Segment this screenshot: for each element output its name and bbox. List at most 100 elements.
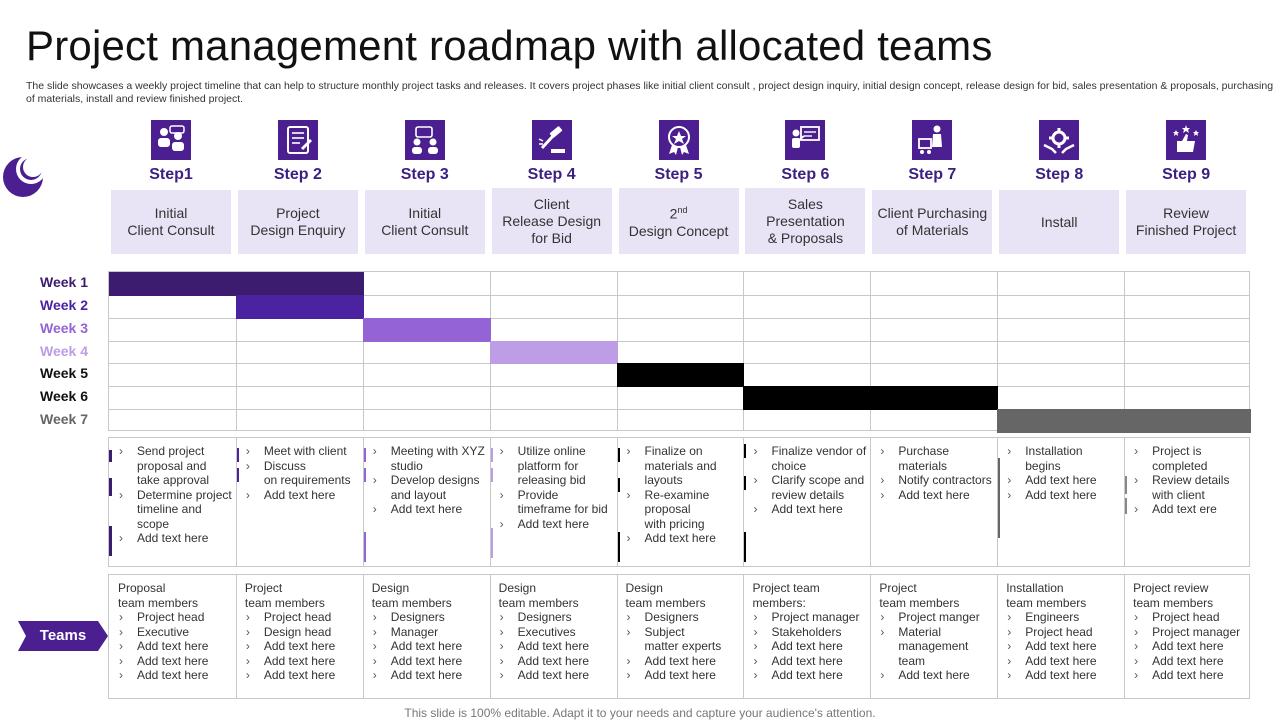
task-accent-bar (489, 528, 493, 558)
team-member-list: Project mangerMaterialmanagement teamAdd… (879, 610, 993, 683)
step-name: Install (999, 190, 1120, 254)
teams-label: Teams (39, 627, 87, 644)
task-column-1: Send project proposal and take approvalD… (109, 438, 236, 566)
task-accent-bar (362, 468, 366, 482)
column-separator (489, 575, 491, 698)
column-separator (870, 438, 872, 566)
task-accent-bar (1124, 498, 1128, 514)
thumbs-up-stars-icon (1166, 120, 1207, 160)
task-accent-bar (109, 526, 112, 556)
team-member-list: Project headProject managerAdd text here… (1133, 610, 1247, 683)
team-member: Add text here (372, 654, 486, 669)
task-column-3: Meeting with XYZ studioDevelop designs a… (362, 438, 490, 566)
team-member: Stakeholders (752, 625, 866, 640)
team-member: Add text here (1006, 654, 1120, 669)
task-column-9: Project is completedReview details with … (1124, 438, 1251, 566)
step-number: Step 4 (527, 166, 576, 183)
column-separator (743, 438, 745, 566)
column-separator (616, 575, 618, 698)
gantt-bar-step8-week7 (997, 409, 1126, 433)
task-accent-bar (362, 532, 366, 562)
team-member: Add text here (245, 668, 359, 683)
column-separator (1124, 438, 1126, 566)
team-member-list: EngineersProject headAdd text hereAdd te… (1006, 610, 1120, 683)
team-member: Add text here (499, 668, 613, 683)
gantt-bar-step2-week1 (235, 272, 364, 296)
badge-icon (658, 120, 699, 160)
team-member: Manager (372, 625, 486, 640)
step-number: Step 6 (781, 166, 830, 183)
gavel-icon (531, 120, 572, 160)
column-separator (489, 438, 491, 566)
task-accent-bar (616, 478, 620, 492)
column-separator (235, 438, 237, 566)
team-member: Add text here (626, 668, 740, 683)
task-column-5: Finalize on materials and layoutsRe-exam… (616, 438, 744, 566)
task-list: Installation beginsAdd text hereAdd text… (1005, 444, 1120, 502)
column-separator (362, 575, 364, 698)
week-label-7: Week 7 (40, 411, 88, 428)
task-item: Add text here (117, 531, 232, 546)
cart-person-icon (912, 120, 953, 160)
grid-hline (109, 317, 1249, 319)
step-number: Step 7 (908, 166, 957, 183)
week-label-6: Week 6 (40, 388, 88, 405)
team-member: Add text here (752, 639, 866, 654)
week-label-2: Week 2 (40, 296, 88, 313)
team-member: Add text here (1133, 639, 1247, 654)
team-member-list: Project headDesign headAdd text hereAdd … (245, 610, 359, 683)
task-accent-bar (616, 448, 620, 462)
grid-hline (109, 409, 1249, 411)
team-member-list: Project managerStakeholdersAdd text here… (752, 610, 866, 683)
team-member: Executives (499, 625, 613, 640)
team-member: Add text here (1006, 668, 1120, 683)
task-list: Project is completedReview details with … (1132, 444, 1247, 517)
task-item: Provide timeframe for bid (498, 488, 613, 517)
team-member: Designers (499, 610, 613, 625)
task-item: Project is completed (1132, 444, 1247, 473)
task-item: Meet with client (244, 444, 359, 459)
task-accent-bar (743, 444, 747, 458)
team-member: Add text here (245, 654, 359, 669)
grid-vline (362, 272, 364, 430)
gantt-bar-step5-week5 (616, 363, 745, 388)
task-item: Meeting with XYZ studio (371, 444, 486, 473)
step-number: Step 3 (400, 166, 449, 183)
task-item: Add text here (625, 531, 740, 546)
task-accent-bar (743, 476, 747, 490)
grid-hline (109, 294, 1249, 296)
step-number: Step1 (149, 166, 193, 183)
team-member: Add text here (245, 639, 359, 654)
task-column-2: Meet with clientDiscusson requirementsAd… (235, 438, 363, 566)
team-member: Add text here (752, 668, 866, 683)
team-member: Project manager (752, 610, 866, 625)
week-label-1: Week 1 (40, 274, 88, 290)
task-item: Add text ere (1132, 502, 1247, 517)
